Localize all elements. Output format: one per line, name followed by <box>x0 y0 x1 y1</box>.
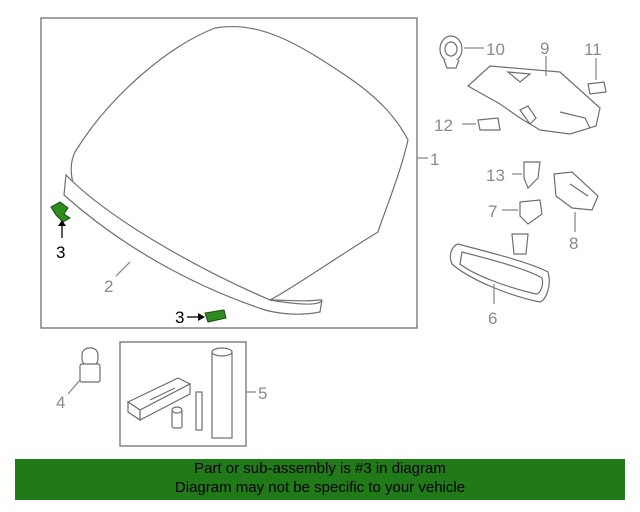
label-part-1: 1 <box>430 150 439 169</box>
part-7-mount <box>519 199 543 225</box>
label-part-7: 7 <box>488 202 497 221</box>
label-part-3-left: 3 <box>56 243 65 262</box>
part-3-bottom-clip <box>204 309 227 323</box>
label-part-2: 2 <box>104 277 113 296</box>
label-part-3-bottom: 3 <box>175 308 184 327</box>
label-part-6: 6 <box>488 309 497 328</box>
part-5-adhesive-kit <box>126 347 233 439</box>
label-part-5: 5 <box>258 384 267 403</box>
part-6-rearview-mirror <box>449 233 550 303</box>
windshield-group-box <box>40 17 418 329</box>
adhesive-kit-box <box>119 341 247 447</box>
part-3-left-clip <box>50 201 71 223</box>
label-part-9: 9 <box>540 39 549 58</box>
part-4-fitting <box>79 347 101 383</box>
part-11-clip <box>587 81 607 95</box>
part-12-bracket <box>477 117 501 131</box>
label-part-13: 13 <box>486 166 505 185</box>
banner-line-1: Part or sub-assembly is #3 in diagram <box>194 460 446 477</box>
label-part-8: 8 <box>569 234 578 253</box>
windshield-glass <box>63 25 409 315</box>
label-part-11: 11 <box>584 40 602 59</box>
label-part-10: 10 <box>486 40 505 59</box>
part-8-cover <box>553 171 599 211</box>
part-9-cover <box>466 65 601 135</box>
info-banner: Part or sub-assembly is #3 in diagram Di… <box>15 459 625 500</box>
label-part-12: 12 <box>434 116 453 135</box>
part-13-clip <box>523 161 541 190</box>
label-part-4: 4 <box>56 393 65 412</box>
banner-line-2: Diagram may not be specific to your vehi… <box>174 479 466 496</box>
part-10-rain-sensor <box>439 35 463 69</box>
